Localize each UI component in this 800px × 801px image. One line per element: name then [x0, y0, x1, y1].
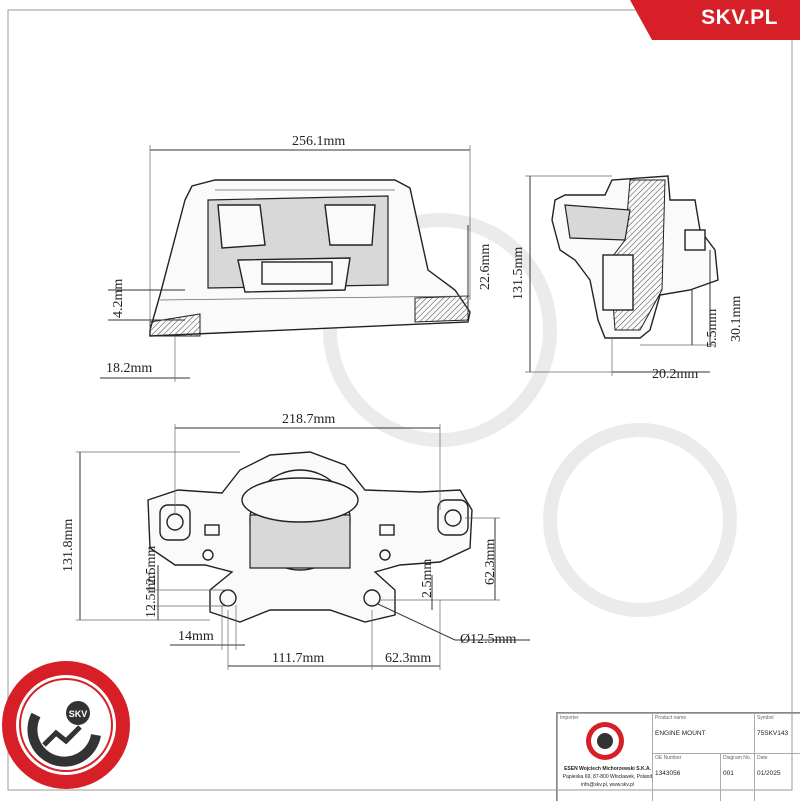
dim-top-right-height: 22.6mm — [478, 244, 493, 290]
title-block: Importer ESEN Wojciech Michorzewski S.K.… — [556, 712, 800, 801]
side-view: 131.5mm 30.1mm 5.5mm 20.2mm — [511, 175, 744, 382]
dim-plan-left-b: 12.5mm — [144, 572, 159, 618]
dim-bottom-left-offset: 18.2mm — [106, 361, 152, 376]
oe-number-cell: OE Number 1343056 — [652, 753, 720, 801]
dim-side-bottom: 20.2mm — [652, 367, 698, 382]
date-value: 01/2025 — [757, 770, 781, 777]
dim-plan-bottom-right: 62.3mm — [385, 651, 431, 666]
dim-plan-bottom-mid: 111.7mm — [272, 651, 324, 666]
drawing-border — [7, 9, 793, 791]
skv-seal-logo: SKV — [2, 661, 130, 789]
importer-label: Importer — [560, 715, 579, 721]
dim-plan-left-a: 12.5mm — [144, 546, 159, 592]
dim-top-width: 256.1mm — [292, 134, 345, 149]
company-name: ESEN Wojciech Michorzewski S.K.A. — [564, 766, 651, 772]
brand-logo-text: SKV.PL — [701, 6, 778, 29]
symbol-cell: Symbol 75SKV143 — [754, 713, 800, 753]
dim-hole-diameter: Ø12.5mm — [460, 632, 517, 647]
diagram-no: 001 — [723, 770, 734, 777]
dim-plan-right-small: 2.5mm — [420, 559, 435, 598]
dim-plan-width: 218.7mm — [282, 412, 335, 427]
seal-center-text: SKV — [69, 709, 88, 719]
company-contact: info@skv.pl, www.skv.pl — [581, 782, 634, 788]
dim-plan-height: 131.8mm — [61, 519, 76, 572]
date-cell: Date 01/2025 — [754, 753, 800, 801]
dim-side-small: 5.5mm — [705, 309, 720, 348]
symbol-value: 75SKV143 — [757, 730, 789, 737]
dim-top-left-small: 4.2mm — [111, 279, 126, 318]
product-name-cell: Product name ENGINE MOUNT — [652, 713, 754, 753]
dim-plan-right-height: 62.3mm — [483, 539, 498, 585]
importer-seal-icon — [586, 722, 624, 760]
product-name: ENGINE MOUNT — [655, 730, 706, 737]
importer-cell: Importer ESEN Wojciech Michorzewski S.K.… — [557, 713, 652, 801]
company-address: Papieska 69, 87-800 Włocławek, Poland — [562, 774, 653, 780]
brand-tab — [630, 0, 800, 40]
plan-view: 218.7mm 131.8mm 62.3mm 2.5mm 12.5mm 12.5… — [61, 412, 530, 670]
dim-plan-bottom-small: 14mm — [178, 629, 214, 644]
diagram-no-cell: Diagram No. 001 — [720, 753, 754, 801]
dim-side-right: 30.1mm — [729, 296, 744, 342]
oe-number: 1343056 — [655, 770, 681, 777]
front-view: 256.1mm 22.6mm 4.2mm 18.2mm — [100, 134, 493, 382]
dim-side-height: 131.5mm — [511, 247, 526, 300]
